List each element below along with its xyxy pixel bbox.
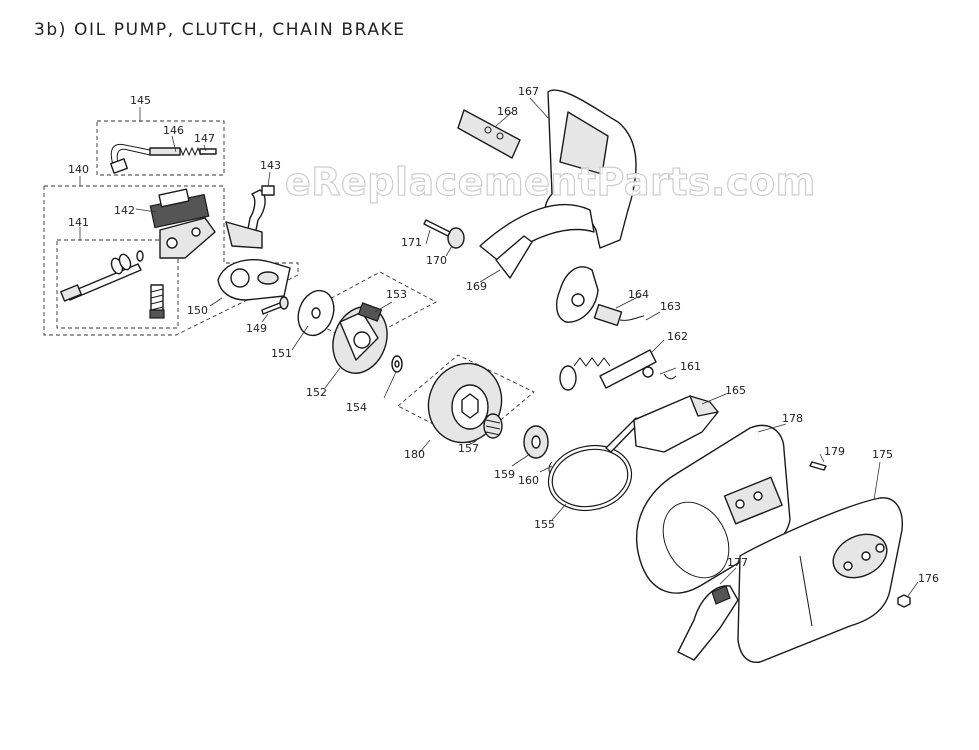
label-169: 169 [466,280,487,293]
label-154: 154 [346,401,367,414]
group-box-141 [56,239,179,329]
label-162: 162 [667,330,688,343]
watermark-text: eReplacementParts.com [284,159,816,204]
label-152: 152 [306,386,327,399]
label-171: 171 [401,236,422,249]
label-159: 159 [494,468,515,481]
side-cover-part [677,497,911,663]
label-176: 176 [918,572,939,585]
label-160: 160 [518,474,539,487]
pump-plunger-part [60,250,165,319]
label-153: 153 [386,288,407,301]
brake-block-part [633,395,719,453]
screw-part [261,296,289,315]
label-161: 161 [680,360,701,373]
group-box-152 [299,271,437,345]
label-163: 163 [660,300,681,313]
label-167: 167 [518,85,539,98]
label-147: 147 [194,132,215,145]
label-140: 140 [68,163,89,176]
label-175: 175 [872,448,893,461]
rim-sprocket-part [523,425,553,477]
group-box-180 [397,354,535,445]
brake-band-part [547,417,641,512]
group-box-140 [43,185,299,336]
page-title: 3b) OIL PUMP, CLUTCH, CHAIN BRAKE [34,20,406,40]
label-170: 170 [426,254,447,267]
label-178: 178 [782,412,803,425]
clutch-part [297,289,403,374]
label-143: 143 [260,159,281,172]
label-157: 157 [458,442,479,455]
label-145: 145 [130,94,151,107]
clutch-drum-part [427,362,503,444]
label-179: 179 [824,445,845,458]
brake-spring-part [559,303,677,391]
label-180: 180 [404,448,425,461]
oil-pump-part [149,188,216,259]
label-155: 155 [534,518,555,531]
chain-brake-handle-part [423,89,637,323]
part-labels: 140 141 142 143 145 146 147 149 150 151 … [68,85,939,585]
group-box-145 [96,120,225,176]
pump-housing-part [217,259,291,301]
label-164: 164 [628,288,649,301]
label-146: 146 [163,124,184,137]
leader-lines [79,97,919,597]
label-141: 141 [68,216,89,229]
label-165: 165 [725,384,746,397]
label-150: 150 [187,304,208,317]
label-149: 149 [246,322,267,335]
label-142: 142 [114,204,135,217]
label-168: 168 [497,105,518,118]
label-151: 151 [271,347,292,360]
label-177: 177 [727,556,748,569]
oil-hose-part [110,143,217,174]
oil-pickup-part [225,185,275,249]
